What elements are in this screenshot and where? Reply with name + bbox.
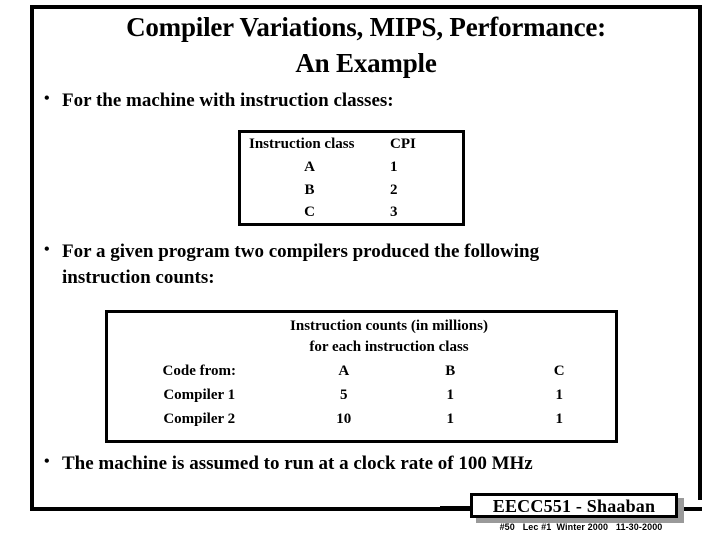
bullet-marker-icon: •: [44, 453, 50, 470]
table2-header-code-from: Code from:: [162, 362, 236, 379]
table2-header-class-b: B: [445, 362, 456, 379]
slide-title-line-2: An Example: [295, 47, 437, 78]
table1-header-instruction-class: Instruction class: [249, 136, 355, 152]
table1-cell-cpi-b: 2: [390, 181, 398, 198]
instruction-counts-grid: Code from: A B C Compiler 1 5 1 1 Compil…: [108, 359, 615, 432]
footer-badge-label: EECC551 - Shaaban: [492, 495, 656, 516]
bullet-item-3: • The machine is assumed to run at a clo…: [44, 451, 684, 477]
table2-cell-c2-c: 1: [555, 411, 563, 428]
table2-header-class-a: A: [338, 362, 350, 379]
table1-cell-class-a: A: [304, 158, 315, 175]
table-row: Code from: A B C: [108, 359, 615, 383]
table2-row-label-compiler-1: Compiler 1: [163, 386, 236, 403]
table1-cell-class-b: B: [304, 181, 315, 198]
footer-lecture-caption: #50 Lec #1 Winter 2000 11-30-2000: [499, 522, 663, 532]
table1-cell-class-c: C: [304, 204, 315, 221]
slide-title: Compiler Variations, MIPS, Performance: …: [36, 10, 696, 81]
table2-cell-c1-c: 1: [555, 386, 563, 403]
slide-frame-left-border: [30, 5, 34, 511]
bullet-text-3: The machine is assumed to run at a clock…: [62, 453, 533, 474]
table-row: Instruction class CPI: [241, 133, 462, 156]
table-row: A 1: [241, 156, 462, 179]
table2-caption-line-2: for each instruction class: [309, 339, 469, 356]
table2-cell-c2-b: 1: [446, 411, 454, 428]
table1-head: Instruction class CPI: [241, 133, 462, 156]
table-row: C 3: [241, 201, 462, 224]
table1-cell-cpi-c: 3: [390, 204, 398, 221]
slide-title-line-1: Compiler Variations, MIPS, Performance:: [126, 12, 606, 42]
table-row: B 2: [241, 179, 462, 202]
slide-frame-top-border: [30, 5, 702, 9]
slide-frame-right-border: [698, 5, 702, 500]
table1-cell-cpi-a: 1: [390, 158, 398, 175]
slide-frame-bottom-border: [30, 507, 702, 511]
table2-head: Code from: A B C: [108, 359, 615, 383]
table2-row-label-compiler-2: Compiler 2: [163, 411, 236, 428]
table-row: Compiler 2 10 1 1: [108, 407, 615, 431]
table2-caption-line-1: Instruction counts (in millions): [290, 318, 488, 334]
table2-cell-c1-b: 1: [446, 386, 454, 403]
table2-body: Compiler 1 5 1 1 Compiler 2 10 1 1: [108, 383, 615, 432]
bullet-marker-icon: •: [44, 241, 50, 258]
bullet-text-2: For a given program two compilers produc…: [62, 241, 540, 288]
instruction-counts-table: Instruction counts (in millions) for eac…: [105, 310, 618, 443]
bullet-item-1: • For the machine with instruction class…: [44, 88, 644, 114]
instruction-class-cpi-table: Instruction class CPI A 1 B 2 C 3: [238, 130, 465, 226]
table2-header-class-c: C: [553, 362, 565, 379]
footer-connector-rule: [440, 506, 474, 509]
table2-caption: Instruction counts (in millions) for eac…: [108, 313, 615, 359]
table-row: Compiler 1 5 1 1: [108, 383, 615, 407]
table2-cell-c1-a: 5: [340, 386, 348, 403]
bullet-marker-icon: •: [44, 90, 50, 107]
table1-header-cpi: CPI: [390, 136, 416, 152]
footer-course-badge: EECC551 - Shaaban: [470, 493, 678, 518]
bullet-item-2: • For a given program two compilers prod…: [44, 239, 604, 290]
table2-cell-c2-a: 10: [336, 411, 352, 428]
bullet-text-1: For the machine with instruction classes…: [62, 90, 394, 111]
instruction-class-cpi-grid: Instruction class CPI A 1 B 2 C 3: [241, 133, 462, 224]
table1-body: A 1 B 2 C 3: [241, 156, 462, 224]
